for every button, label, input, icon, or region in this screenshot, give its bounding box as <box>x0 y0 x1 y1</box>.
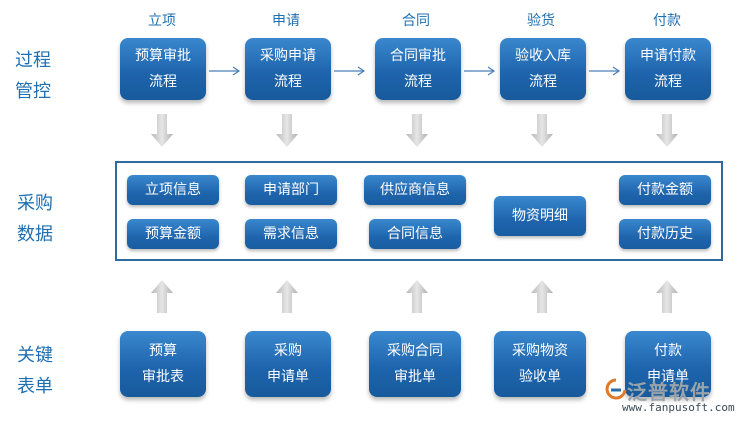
arrow-up-3 <box>406 280 428 313</box>
arrow-down-1 <box>151 114 173 147</box>
row-label-data: 采购 数据 <box>17 193 53 245</box>
arrow-up-1 <box>151 280 173 313</box>
data-item-contract-info: 合同信息 <box>369 219 461 249</box>
logo-name: 泛普软件 <box>627 380 711 404</box>
form-box-purchase-request: 采购 申请单 <box>245 331 331 397</box>
data-item-demand-info: 需求信息 <box>245 219 337 249</box>
stage-header-fukuan: 付款 <box>653 13 681 29</box>
form-box-contract-approval: 采购合同 审批单 <box>369 331 461 397</box>
purchase-data-frame <box>115 161 723 261</box>
logo-url: www.fanpusoft.com <box>622 401 735 414</box>
data-item-request-dept: 申请部门 <box>245 175 337 205</box>
arrow-down-2 <box>276 114 298 147</box>
arrow-right-1 <box>209 66 241 76</box>
arrow-down-5 <box>656 114 678 147</box>
data-item-material-detail: 物资明细 <box>494 196 586 236</box>
process-box-payment-request: 申请付款 流程 <box>625 38 711 100</box>
arrow-up-4 <box>531 280 553 313</box>
arrow-right-3 <box>464 66 496 76</box>
arrow-right-4 <box>589 66 621 76</box>
arrow-right-2 <box>334 66 366 76</box>
data-item-project-info: 立项信息 <box>127 175 219 205</box>
data-item-supplier-info: 供应商信息 <box>364 175 466 205</box>
data-item-payment-history: 付款历史 <box>619 219 711 249</box>
logo-mark-icon <box>605 378 627 400</box>
process-box-receiving: 验收入库 流程 <box>500 38 586 100</box>
form-box-material-receipt: 采购物资 验收单 <box>494 331 586 397</box>
data-item-budget-amount: 预算金额 <box>127 219 219 249</box>
row-label-process: 过程 管控 <box>15 50 51 102</box>
form-box-budget-approval: 预算 审批表 <box>120 331 206 397</box>
arrow-up-5 <box>656 280 678 313</box>
stage-header-shenqing: 申请 <box>272 13 300 29</box>
arrow-up-2 <box>276 280 298 313</box>
arrow-down-4 <box>531 114 553 147</box>
data-item-payment-amount: 付款金额 <box>619 175 711 205</box>
stage-header-lixiang: 立项 <box>148 13 176 29</box>
arrow-down-3 <box>406 114 428 147</box>
process-box-contract-approval: 合同审批 流程 <box>375 38 461 100</box>
process-box-budget-approval: 预算审批 流程 <box>120 38 206 100</box>
stage-header-yanhuo: 验货 <box>527 13 555 29</box>
row-label-forms: 关键 表单 <box>17 345 53 397</box>
stage-header-hetong: 合同 <box>402 13 430 29</box>
form-box-payment-request: 付款 申请单 <box>625 331 711 397</box>
fanpusoft-logo: 泛普软件 www.fanpusoft.com <box>605 376 735 420</box>
process-box-purchase-request: 采购申请 流程 <box>245 38 331 100</box>
